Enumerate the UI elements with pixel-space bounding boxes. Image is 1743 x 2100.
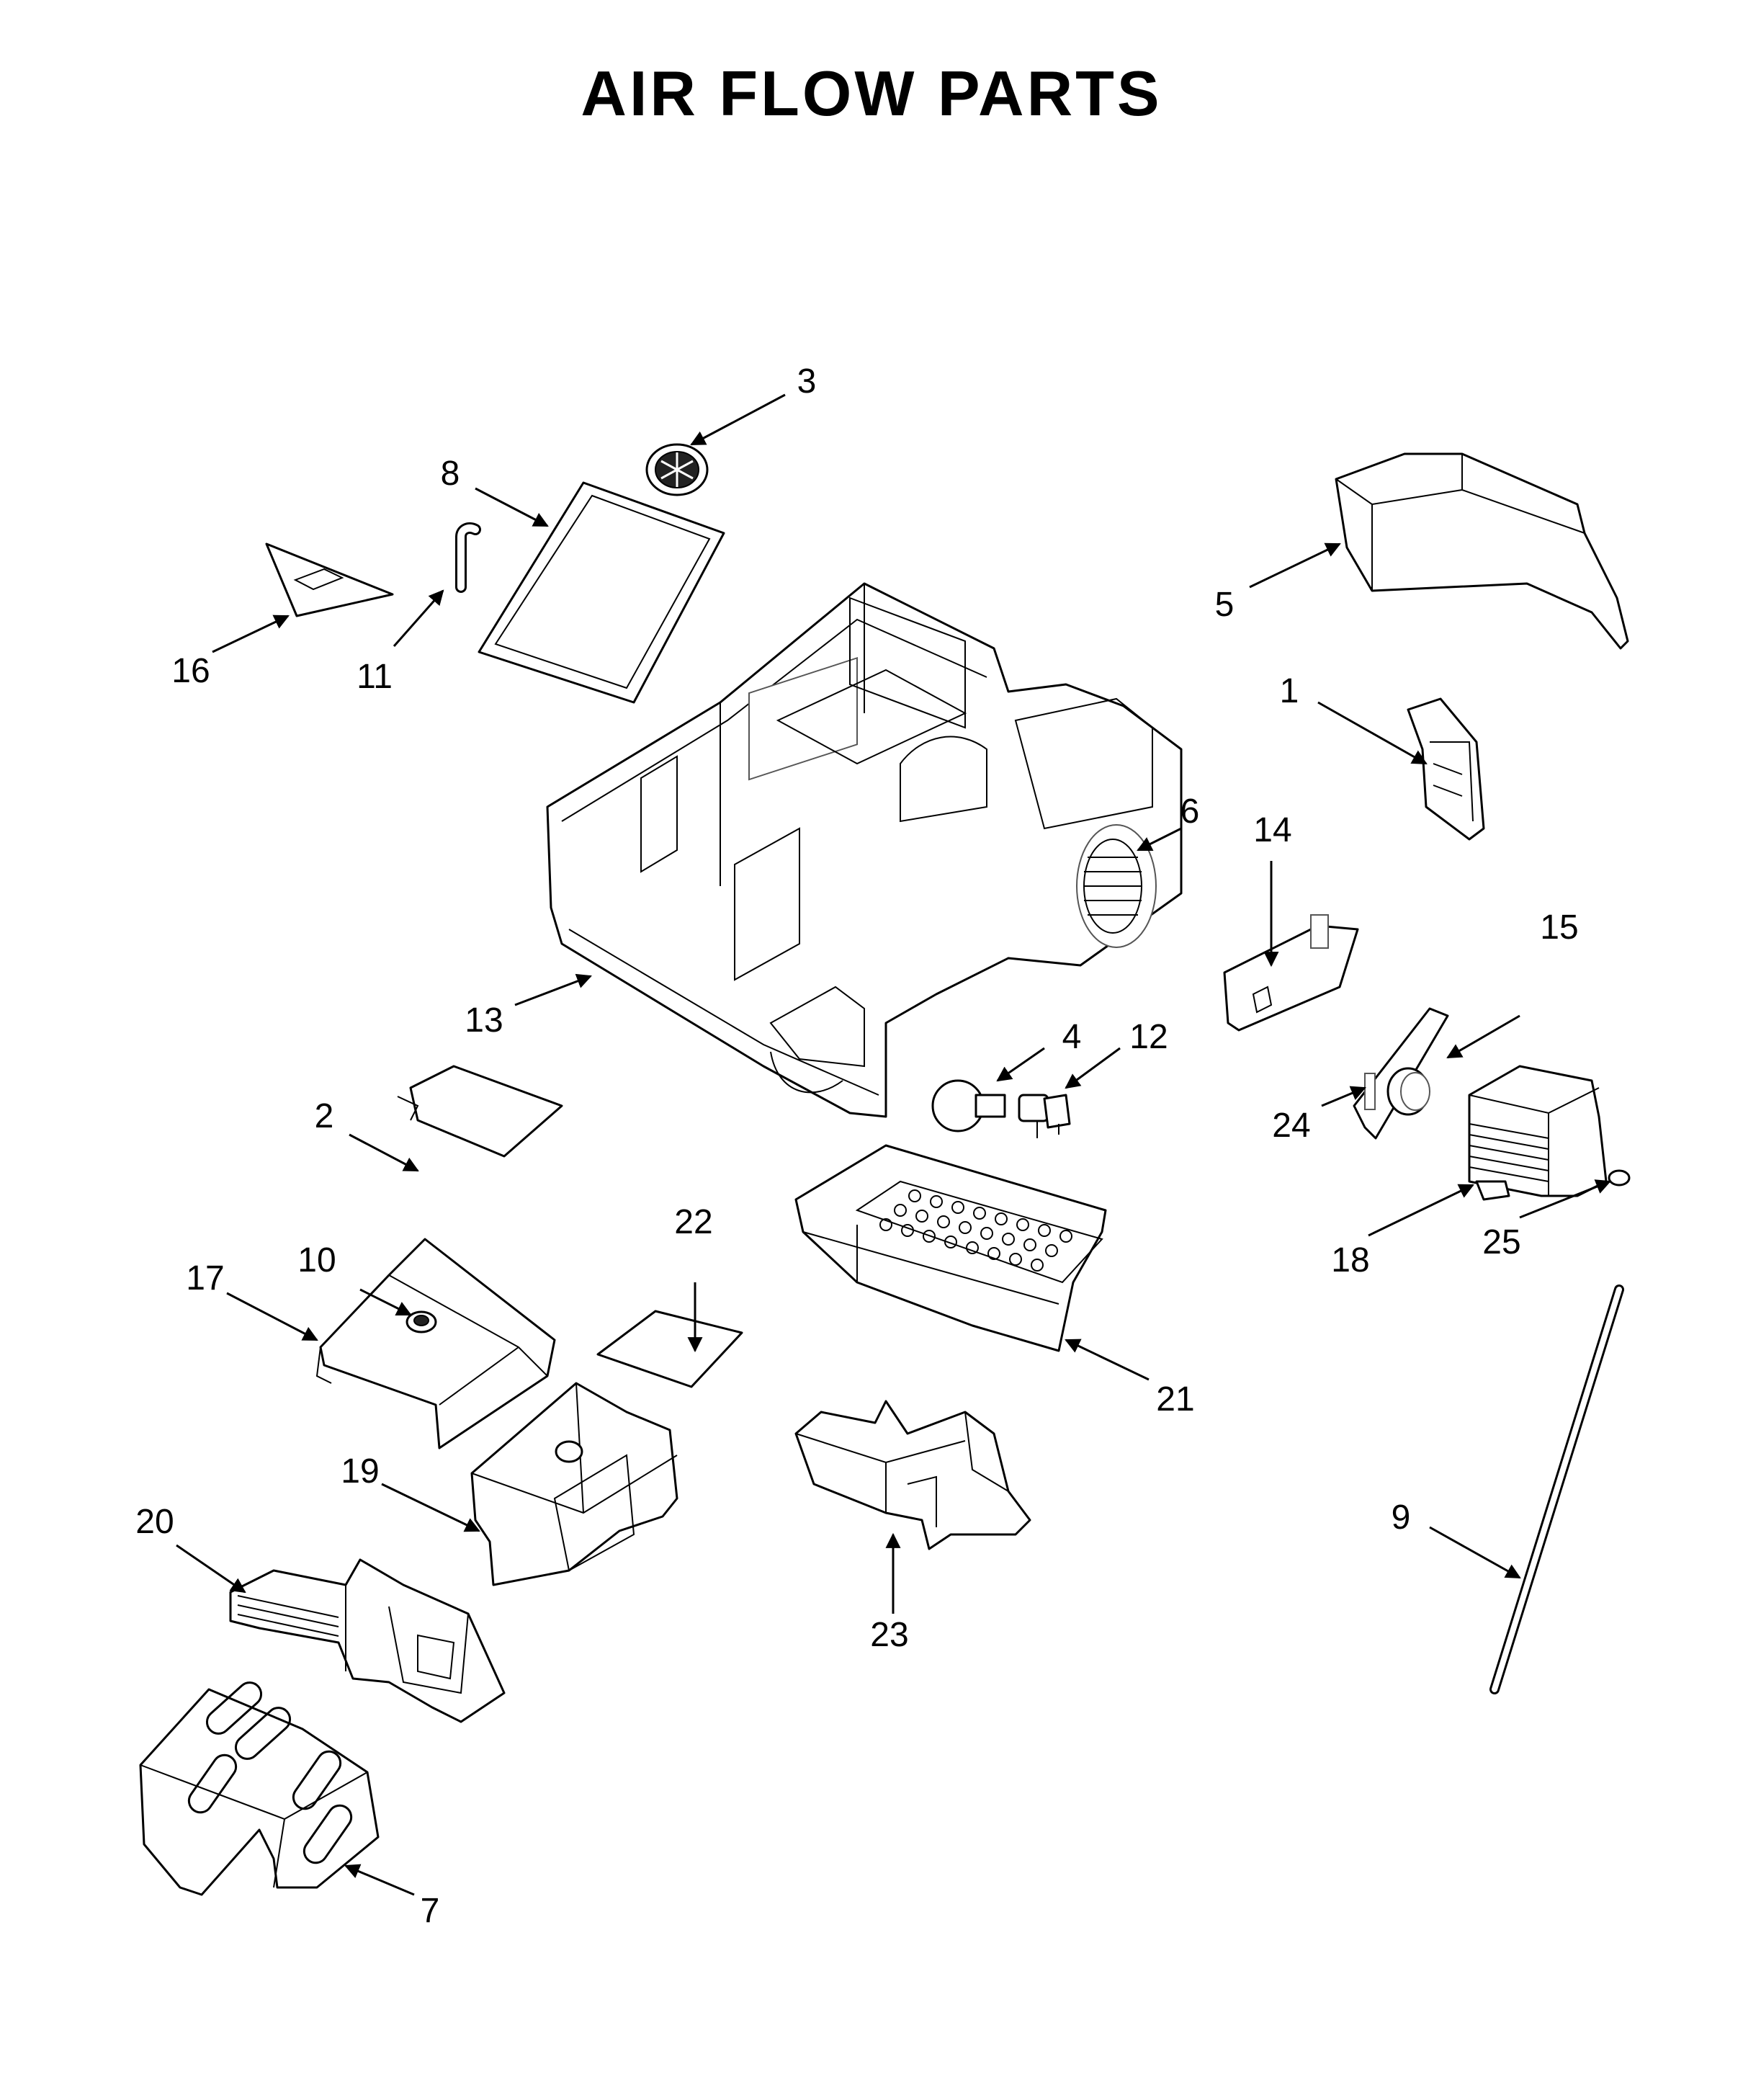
callout-11: 11 xyxy=(357,658,393,696)
part-25-clip xyxy=(1608,1169,1631,1187)
part-12-lamp-socket xyxy=(1018,1094,1071,1138)
part-16-label-plate xyxy=(265,542,394,617)
part-19-bracket-housing xyxy=(470,1382,678,1586)
part-9-seal-strip xyxy=(1489,1284,1624,1694)
callout-12: 12 xyxy=(1129,1018,1168,1056)
part-22-panel xyxy=(596,1310,743,1388)
part-14-control-board xyxy=(1223,914,1359,1032)
part-18-transformer xyxy=(1468,1065,1608,1201)
part-10-thermostat xyxy=(405,1310,437,1333)
part-23-duct-adapter xyxy=(794,1400,1031,1550)
leader-lines xyxy=(176,393,1611,1896)
callout-10: 10 xyxy=(297,1241,336,1279)
part-1-bracket xyxy=(1407,697,1485,841)
callout-13: 13 xyxy=(465,1001,503,1040)
callout-16: 16 xyxy=(171,652,210,690)
part-4-lamp xyxy=(931,1079,1006,1132)
part-15-plate xyxy=(1353,1007,1449,1140)
callout-5: 5 xyxy=(1215,586,1235,624)
callout-3: 3 xyxy=(797,362,817,401)
part-13-air-duct-housing xyxy=(546,582,1183,1118)
grille-holes xyxy=(879,1189,1072,1272)
part-24-switch xyxy=(1364,1073,1376,1110)
part-7-shroud xyxy=(139,1681,380,1896)
callout-17: 17 xyxy=(186,1259,224,1297)
callout-19: 19 xyxy=(341,1452,379,1491)
callout-22: 22 xyxy=(674,1203,712,1241)
part-21-vent-grille xyxy=(794,1144,1107,1352)
callout-2: 2 xyxy=(315,1097,334,1135)
callout-6: 6 xyxy=(1180,792,1200,831)
page-title: AIR FLOW PARTS xyxy=(581,58,1162,129)
callout-15: 15 xyxy=(1540,908,1578,947)
callout-23: 23 xyxy=(870,1616,908,1654)
part-11-tube xyxy=(455,522,481,593)
callout-21: 21 xyxy=(1156,1380,1194,1418)
part-2-plate xyxy=(397,1065,563,1158)
callout-7: 7 xyxy=(421,1892,440,1930)
part-17-cover-shield xyxy=(315,1238,556,1449)
callout-20: 20 xyxy=(135,1503,174,1541)
callout-25: 25 xyxy=(1482,1223,1520,1261)
callout-1: 1 xyxy=(1280,672,1299,710)
callout-24: 24 xyxy=(1272,1107,1310,1145)
part-20-air-guide xyxy=(229,1558,506,1723)
part-8-filter-frame xyxy=(478,481,725,704)
callout-14: 14 xyxy=(1253,811,1291,849)
part-3-fan xyxy=(645,443,709,496)
callout-labels: 1 2 3 4 5 6 7 8 9 10 11 12 13 14 15 16 1… xyxy=(135,362,1578,1930)
callout-18: 18 xyxy=(1331,1241,1369,1279)
callout-9: 9 xyxy=(1392,1498,1411,1537)
callout-8: 8 xyxy=(441,455,460,493)
callout-4: 4 xyxy=(1062,1018,1082,1056)
part-5-duct-cover xyxy=(1335,452,1629,650)
